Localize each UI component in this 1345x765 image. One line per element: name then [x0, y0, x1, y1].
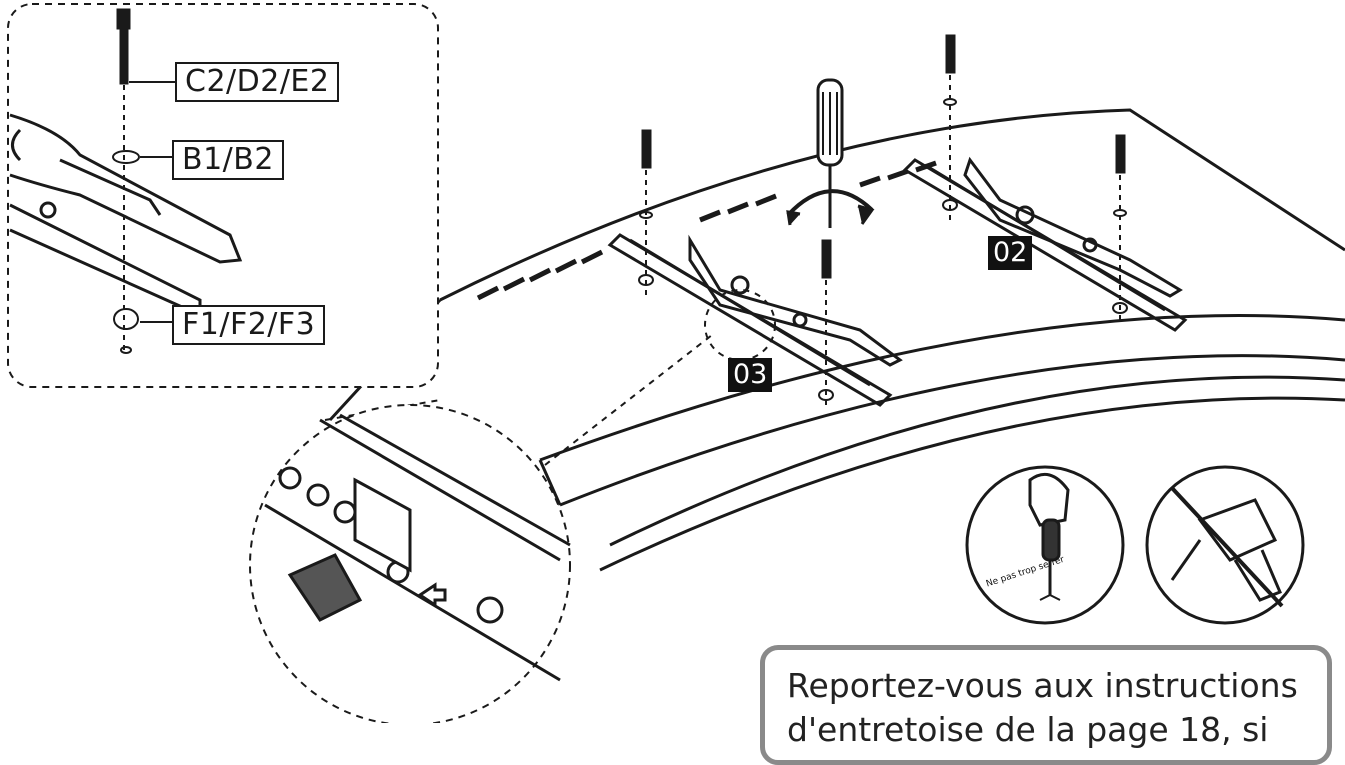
note-line-1: Reportez-vous aux instructions [787, 666, 1298, 705]
power-drill-icon [1170, 498, 1282, 602]
instruction-note: Reportez-vous aux instructions d'entreto… [760, 645, 1332, 765]
screw-2 [942, 34, 958, 225]
zoom-guide-line-2 [324, 399, 441, 421]
screwdriver-icon [786, 78, 875, 228]
assembly-diagram [7, 3, 1345, 723]
label-spacer: F1/F2/F3 [172, 305, 326, 345]
screws-main [638, 34, 1128, 410]
step-tag-03: 03 [728, 358, 773, 392]
tv-panel [328, 108, 1345, 572]
screw-1 [638, 129, 654, 300]
zoom-detail-drawing [264, 413, 571, 682]
bracket-rail-right [902, 156, 1188, 332]
hand-screwdriver-icon [1028, 472, 1070, 601]
vent-slots [476, 160, 937, 301]
label-washer: B1/B2 [172, 140, 284, 180]
screw-4 [818, 239, 834, 410]
note-line-2: d'entretoise de la page 18, si [787, 710, 1269, 749]
prohibited-slash [1170, 486, 1284, 608]
zoom-guide-line [544, 334, 713, 466]
step-tag-02: 02 [988, 236, 1033, 270]
zoom-source-circle [704, 289, 776, 361]
screw-3 [1112, 134, 1128, 325]
label-screw: C2/D2/E2 [175, 62, 340, 102]
